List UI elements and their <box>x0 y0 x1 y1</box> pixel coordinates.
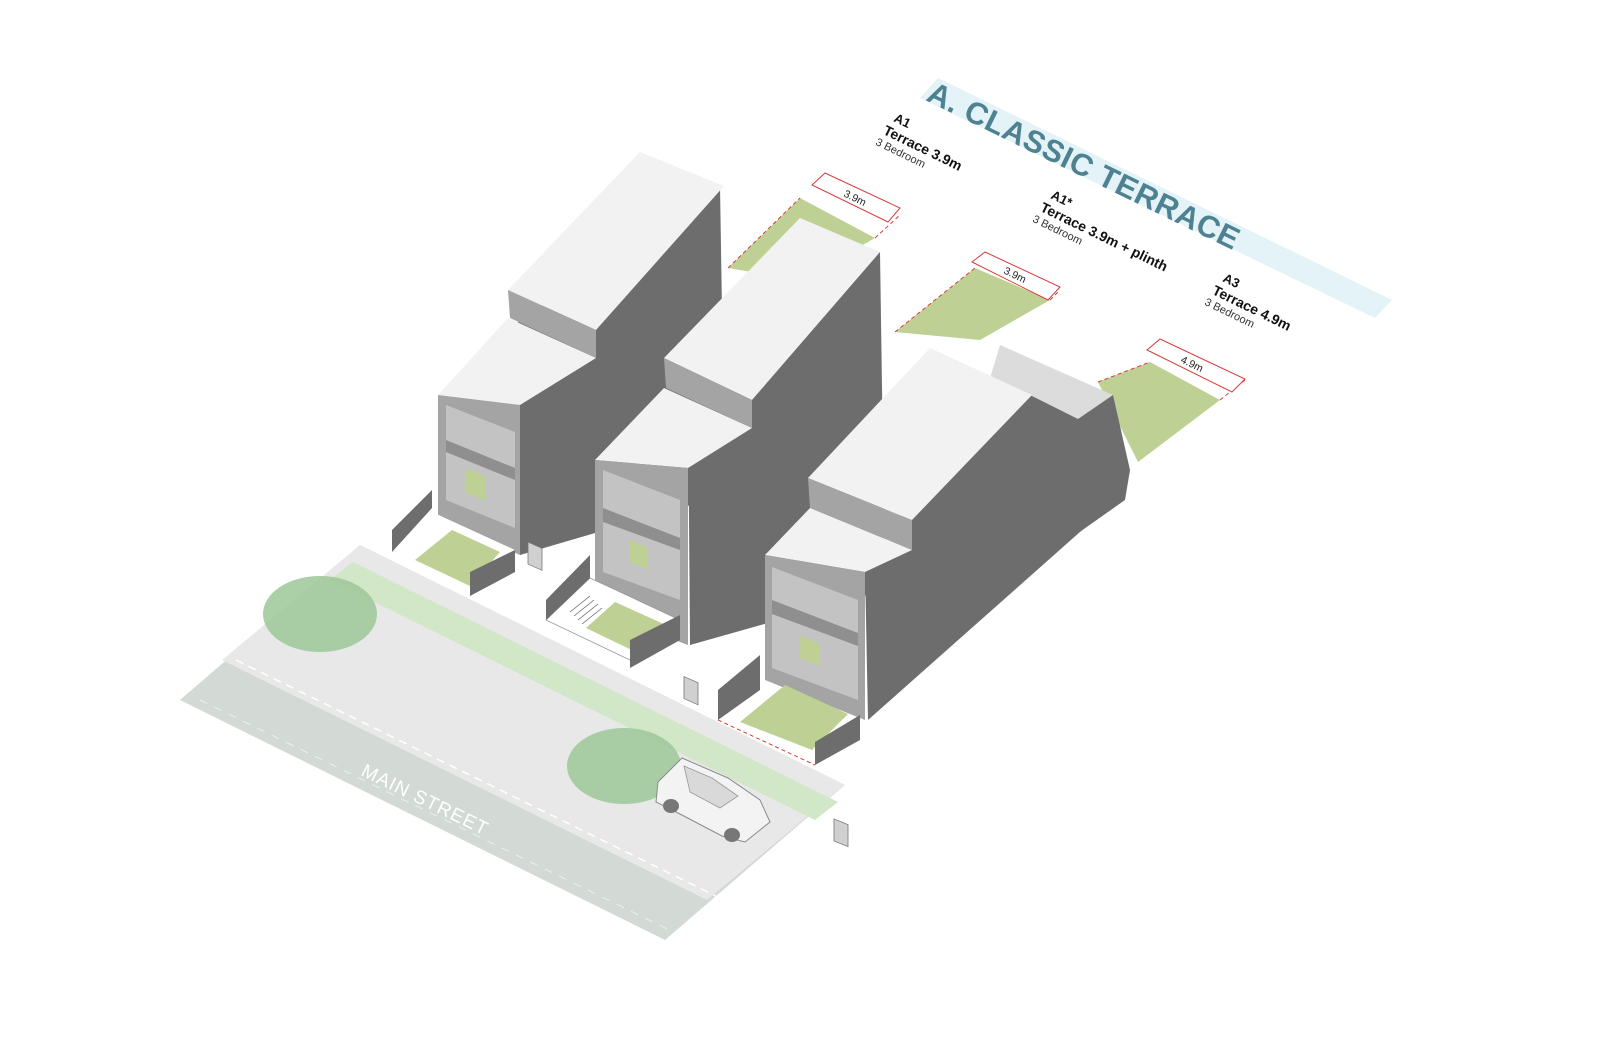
grass-verge <box>330 562 838 820</box>
upper-roof <box>808 348 1032 520</box>
lane-marking <box>235 659 729 903</box>
type-code: A3 <box>1221 270 1243 291</box>
facade-recess <box>446 405 515 528</box>
rear-garden <box>1098 362 1220 462</box>
lane-marking <box>199 699 701 946</box>
side-wall <box>865 395 1125 720</box>
front-fence <box>718 655 760 720</box>
dimension-box <box>971 251 1061 301</box>
upper-roof <box>508 152 724 330</box>
dormer-window <box>683 675 699 706</box>
front-fence <box>470 550 515 596</box>
lower-roof <box>438 318 596 405</box>
front-fence <box>546 555 590 620</box>
lower-roof <box>765 508 912 572</box>
house-a1-plinth: 3.9m <box>545 218 1061 706</box>
balcony <box>603 508 680 550</box>
dormer-window <box>833 818 849 848</box>
entry-stairs <box>569 595 603 625</box>
facade-recess <box>772 567 858 700</box>
street-tree <box>567 728 681 804</box>
dormer-face <box>808 478 912 550</box>
balcony <box>772 600 858 646</box>
front-door <box>800 636 820 666</box>
front-fence <box>630 615 680 668</box>
car-icon <box>655 757 771 843</box>
car-wheel <box>663 799 679 813</box>
title-banner-band <box>920 78 1392 318</box>
front-garden <box>740 685 848 750</box>
dormer-window <box>527 541 543 571</box>
house-a3: 4.9m <box>717 338 1246 848</box>
street: MAIN STREET <box>180 545 845 946</box>
street-tree <box>263 576 377 652</box>
front-fence <box>815 715 860 765</box>
car-wheel <box>724 828 740 842</box>
rear-garden <box>895 268 1050 340</box>
front-door <box>630 540 648 570</box>
type-code: A1 <box>892 110 914 131</box>
lower-roof <box>595 388 752 468</box>
front-fence <box>392 490 432 552</box>
dimension-box <box>811 172 901 223</box>
type-label-a3: A3 Terrace 4.9m 3 Bedroom <box>1203 270 1294 334</box>
balcony <box>446 440 515 480</box>
dormer-face <box>508 290 596 358</box>
dormer-face <box>664 358 752 428</box>
front-door <box>465 468 485 500</box>
boundary-line <box>717 719 816 766</box>
dimension-box <box>1146 338 1246 393</box>
upper-roof <box>664 218 880 400</box>
